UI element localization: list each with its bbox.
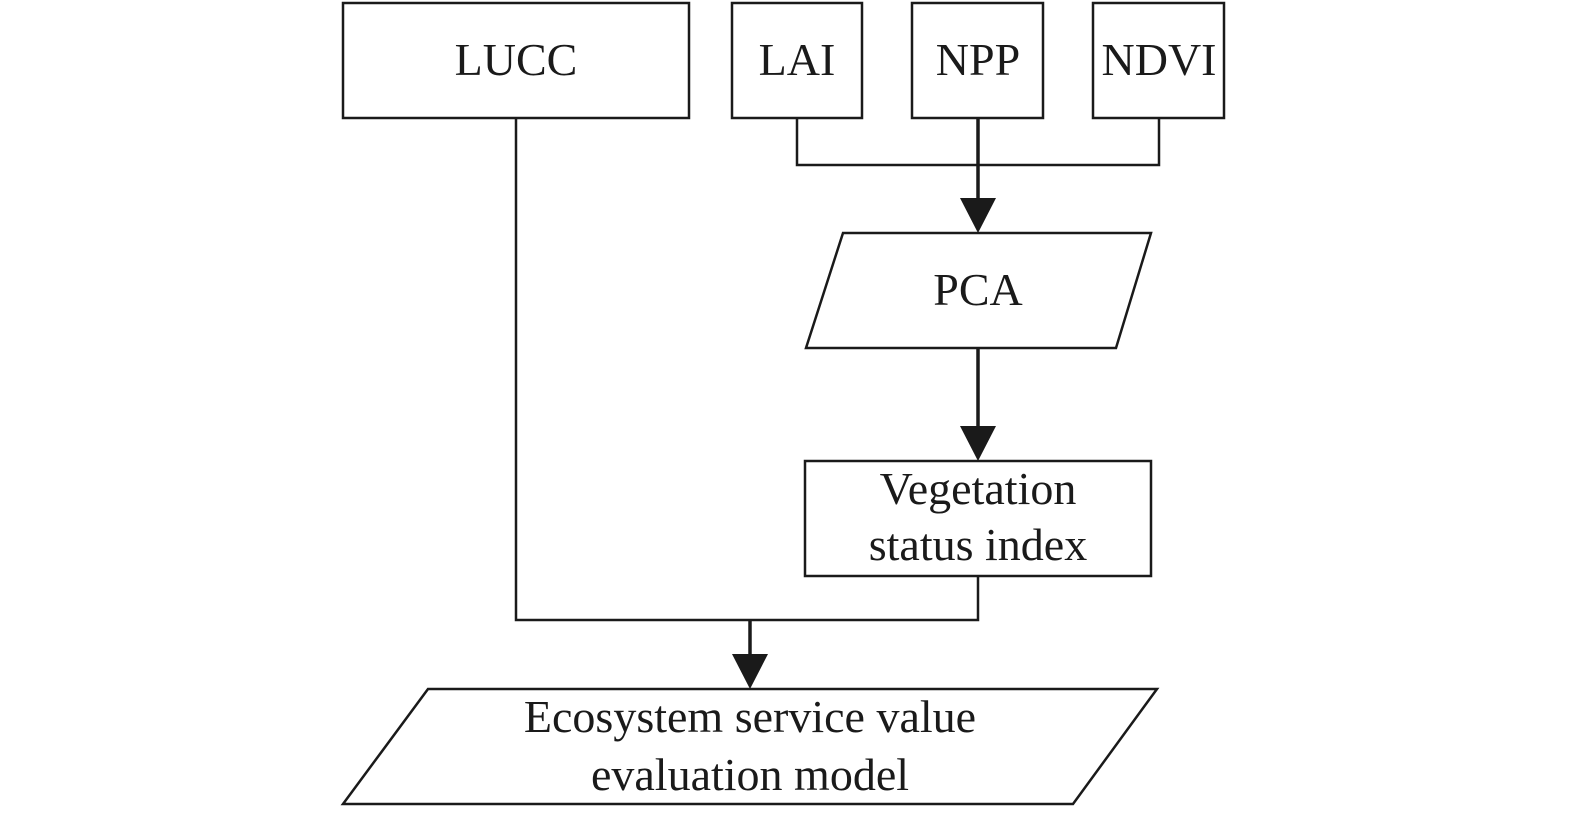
arrowhead-to-pca	[960, 198, 996, 233]
node-esv-label-line-2: evaluation model	[591, 749, 909, 800]
node-ecosystem-service-value-model: Ecosystem service value evaluation model	[340, 687, 1160, 806]
connector-lucc-vsi-merge	[514, 118, 980, 622]
node-lucc-label: LUCC	[455, 34, 578, 85]
node-lai: LAI	[730, 1, 864, 120]
node-vegetation-status-index: Vegetation status index	[803, 459, 1153, 578]
node-pca: PCA	[804, 231, 1153, 350]
arrowhead-to-esv	[732, 654, 768, 689]
node-pca-label: PCA	[933, 264, 1022, 315]
node-ndvi: NDVI	[1091, 1, 1226, 120]
node-vsi-label-line-2: status index	[869, 519, 1087, 570]
node-npp-label: NPP	[936, 34, 1020, 85]
node-esv-label-line-1: Ecosystem service value	[524, 691, 976, 742]
node-ndvi-label: NDVI	[1102, 34, 1217, 85]
arrowhead-to-vsi	[960, 426, 996, 461]
node-lai-label: LAI	[759, 34, 836, 85]
node-vsi-label-line-1: Vegetation	[880, 463, 1077, 514]
node-lucc: LUCC	[341, 1, 691, 120]
connectors	[514, 118, 1161, 689]
node-npp: NPP	[910, 1, 1045, 120]
